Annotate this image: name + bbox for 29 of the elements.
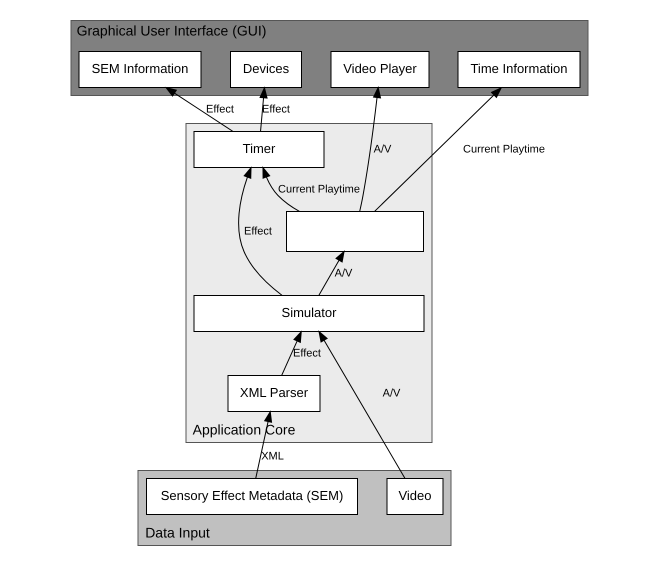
arrow <box>359 86 382 212</box>
node-box: Simulator <box>194 295 424 332</box>
node-box: Timer <box>194 131 324 168</box>
node-box: XML Parser <box>228 375 320 412</box>
node-box: Video <box>386 478 444 515</box>
arrow <box>374 86 502 212</box>
node-box <box>286 211 424 252</box>
edge-label: A/V <box>374 143 392 156</box>
node-box: Devices <box>230 51 302 88</box>
node-box: SEM Information <box>78 51 202 88</box>
edge-label: Effect <box>293 347 321 360</box>
edge-label: XML <box>261 450 284 462</box>
arrow <box>255 410 272 479</box>
arrow <box>281 330 302 376</box>
edge-label: A/V <box>382 387 400 400</box>
edge-label: Effect <box>206 103 234 116</box>
arrow <box>318 250 345 296</box>
node-box: Video Player <box>330 51 430 88</box>
edge-label: Current Playtime <box>278 183 360 196</box>
arrow <box>238 166 283 296</box>
node-box: Sensory Effect Metadata (SEM) <box>146 478 358 515</box>
arrow <box>164 86 234 132</box>
edge-label: A/V <box>334 267 352 280</box>
arrow <box>262 166 300 212</box>
arrow <box>318 330 406 479</box>
node-box: Time Information <box>458 51 580 88</box>
edge-label: Current Playtime <box>463 143 545 156</box>
edge-label: Effect <box>244 225 272 238</box>
arrow <box>259 86 268 132</box>
